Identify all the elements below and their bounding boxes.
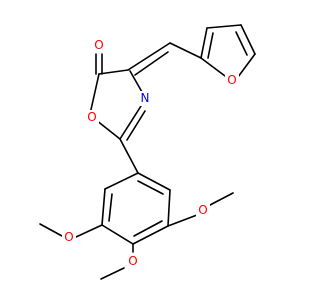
atom-label-n-oxazolone: N [141, 91, 150, 105]
bond-benz-c3-c4 [101, 224, 134, 245]
bond-o-bottom-methyl [100, 267, 125, 280]
bond-furan-c2-c3-a [200, 27, 208, 59]
atom-o-furan: O [225, 72, 239, 87]
bond-benz-c2-c3-b [108, 193, 113, 222]
bond-furan-o-c2 [200, 57, 226, 77]
bond-c5-c4 [98, 69, 129, 75]
bond-furan-c3-c4 [206, 24, 242, 29]
bond-benz-c2-c3-a [101, 188, 106, 226]
bond-c2-aryl [119, 138, 139, 174]
bond-c5-o1 [89, 73, 100, 115]
bond-furan-c5-o [237, 53, 256, 78]
bond-benz-o-left [75, 224, 103, 238]
atom-labels: O O N O O O O [62, 37, 239, 268]
atom-label-o-furan: O [227, 73, 236, 87]
bond-n3-c4 [129, 70, 143, 93]
bond-c2-n3-a [119, 105, 142, 140]
atom-o-oxazolone: O [85, 110, 99, 125]
bond-benz-c5-c6 [167, 189, 171, 227]
bond-benz-c6-c1-a [137, 172, 171, 191]
bond-furan-c4-c5-b [235, 31, 248, 56]
bond-ch-furan [169, 42, 202, 59]
atom-o-methoxy-right: O [196, 203, 210, 218]
bond-benz-c6-c1-b [137, 180, 164, 195]
atom-o-methoxy-left: O [62, 229, 76, 244]
bonds [39, 24, 256, 280]
bond-benz-c4-c5-b [133, 220, 163, 237]
atom-label-o-methoxy-right: O [198, 203, 207, 217]
bond-o1-c2 [95, 119, 121, 140]
bond-o-left-methyl [39, 223, 63, 237]
atom-label-o-methoxy-left: O [64, 230, 73, 244]
bond-benz-c1-c2 [104, 172, 139, 190]
bond-furan-c2-c3-b [207, 32, 214, 59]
bond-benz-o-right [167, 214, 198, 227]
atom-label-o-carbonyl: O [94, 38, 103, 52]
atom-n-oxazolone: N [138, 91, 152, 106]
bond-c4-ch-b [134, 51, 169, 76]
molecule-structure-diagram: O O N O O O O [39, 24, 256, 280]
bond-benz-c4-c5-a [132, 225, 169, 245]
atom-o-carbonyl: O [92, 37, 106, 52]
atom-label-o-oxazolone: O [87, 110, 96, 124]
atom-label-o-methoxy-bottom: O [128, 254, 137, 268]
bond-furan-c4-c5-a [240, 24, 256, 55]
bond-c4-ch-a [127, 42, 171, 71]
atom-o-methoxy-bottom: O [126, 253, 140, 268]
bond-o-right-methyl [209, 192, 234, 206]
bond-c2-n3-b [126, 110, 146, 141]
